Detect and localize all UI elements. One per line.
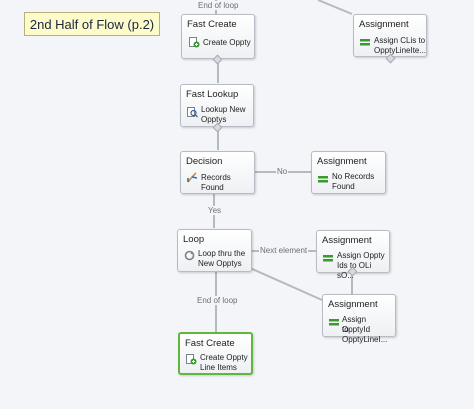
fast-create-icon [186,354,197,365]
node-type-label: Decision [186,156,223,167]
assignment-icon [360,39,370,46]
node-label: Create Oppty [203,38,251,47]
decision-icon [187,172,198,183]
node-label-line-1: Lookup New [201,105,246,114]
node-assignment-no-records-found[interactable]: Assignment No Records Found [311,151,386,194]
node-type-label: Assignment [328,299,378,310]
node-fast-lookup-new-opptys[interactable]: Fast Lookup Lookup New Opptys [180,84,254,127]
node-label-line-1: Assign CLis to [374,36,426,45]
edge-label-end-of-loop-bottom: End of loop [196,296,239,305]
node-label-line-1: Assign Oppty [337,251,385,260]
node-label-line-2: Opptys [201,115,227,124]
node-fast-create-oppty-line-items[interactable]: Fast Create Create Oppty Line Items [178,332,253,375]
fast-lookup-icon [187,107,198,118]
node-label-line-2: Line Items [200,363,237,372]
node-label-line-1: Assign OpptyId [342,315,371,334]
node-type-label: Fast Lookup [186,89,239,100]
assignment-icon [329,319,339,326]
edge-back-to-loop [249,267,323,301]
node-fast-create-oppty[interactable]: Fast Create Create Oppty [181,14,255,59]
node-assignment-assign-clis[interactable]: Assignment Assign CLis to OpptyLineIte..… [353,14,427,57]
flow-page-title: 2nd Half of Flow (p.2) [29,16,155,32]
node-decision-records-found[interactable]: Decision Records Found [180,151,255,194]
node-loop-new-opptys[interactable]: Loop Loop thru the New Opptys [177,229,252,272]
node-assignment-assign-oppty-ids[interactable]: Assignment Assign Oppty Ids to OLi sO... [316,230,390,280]
edge-label-end-of-loop-top: End of loop [197,1,240,10]
loop-icon [184,250,195,261]
node-type-label: Assignment [322,235,372,246]
node-type-label: Loop [183,234,205,245]
edge-label-no: No [276,167,289,176]
edge-to-assignment-top [317,0,353,15]
node-type-label: Fast Create [187,19,237,30]
edge-label-yes: Yes [207,206,223,215]
node-label: Records Found [201,173,231,192]
node-type-label: Fast Create [185,338,235,349]
flow-page-note[interactable]: 2nd Half of Flow (p.2) [24,12,160,36]
assignment-icon [323,255,333,262]
node-label-line-1: Loop thru the [198,249,246,258]
node-label-line-2: OpptyLineIte... [374,46,427,55]
assignment-icon [318,176,328,183]
node-assignment-assign-opptyid[interactable]: Assignment Assign OpptyId to OpptyLineI.… [322,294,396,344]
node-label-line-1: Create Oppty [200,353,248,362]
node-label-line-1: No Records [332,172,375,181]
node-label-line-2: New Opptys [198,259,242,268]
node-label-line-2: Ids to OLi sO... [337,261,372,280]
node-label-line-2: Found [332,182,355,191]
node-type-label: Assignment [359,19,409,30]
node-type-label: Assignment [317,156,367,167]
node-label-line-2: to OpptyLineI... [342,325,388,344]
edge-label-next-element: Next element [259,246,309,255]
fast-create-icon [189,37,200,48]
